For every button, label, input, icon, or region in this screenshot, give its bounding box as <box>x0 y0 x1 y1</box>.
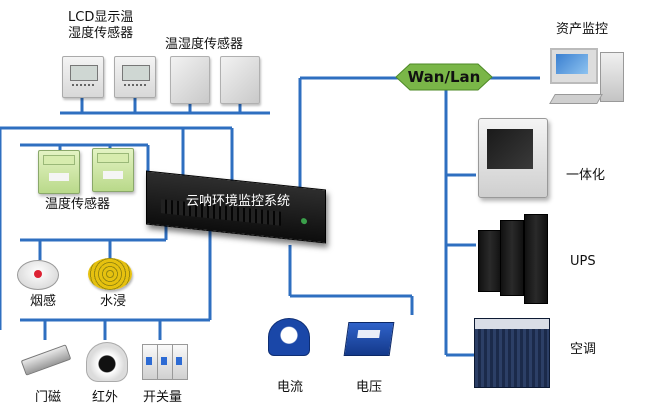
lcd-sensor-label: LCD显示温 湿度传感器 <box>68 10 134 41</box>
network-node <box>395 63 493 91</box>
aircon-label: 空调 <box>570 342 597 357</box>
switch-label: 开关量 <box>143 390 183 405</box>
infrared-label: 红外 <box>92 390 119 405</box>
infrared-camera-device <box>86 342 128 382</box>
network-label: Wan/Lan <box>407 68 481 86</box>
temp-sensor-device <box>38 150 80 194</box>
water-sensor-device <box>88 258 132 290</box>
lcd-sensor-device <box>114 56 156 98</box>
switch-breaker-device <box>172 344 188 380</box>
water-label: 水浸 <box>100 294 127 309</box>
air-conditioner-device <box>474 318 550 388</box>
voltage-sensor-device <box>343 322 395 356</box>
switch-breaker-device <box>142 344 158 380</box>
temp-humidity-sensor-device <box>220 56 260 104</box>
temp-sensor-label: 温度传感器 <box>45 197 111 212</box>
asset-computer-monitor <box>550 48 598 84</box>
door-label: 门磁 <box>35 390 62 405</box>
smoke-detector-device <box>17 260 59 290</box>
voltage-label: 电压 <box>356 380 383 395</box>
asset-computer-keyboard <box>549 94 603 104</box>
asset-computer-tower <box>600 52 624 102</box>
ups-device <box>524 214 548 304</box>
asset-monitoring-label: 资产监控 <box>556 22 609 37</box>
current-label: 电流 <box>277 380 304 395</box>
ups-device <box>500 220 524 296</box>
monitoring-system-label: 云呐环境监控系统 <box>186 194 291 209</box>
ups-label: UPS <box>570 254 596 269</box>
smoke-label: 烟感 <box>30 294 57 309</box>
lcd-sensor-device <box>62 56 104 98</box>
current-sensor-device <box>268 318 310 356</box>
all-in-one-label: 一体化 <box>566 168 606 183</box>
switch-breaker-device <box>157 344 173 380</box>
temp-humidity-sensor-device <box>170 56 210 104</box>
temp-sensor-device <box>92 148 134 192</box>
all-in-one-device <box>478 118 548 198</box>
temp-humidity-sensor-label: 温湿度传感器 <box>165 37 244 52</box>
ups-device <box>478 230 502 292</box>
